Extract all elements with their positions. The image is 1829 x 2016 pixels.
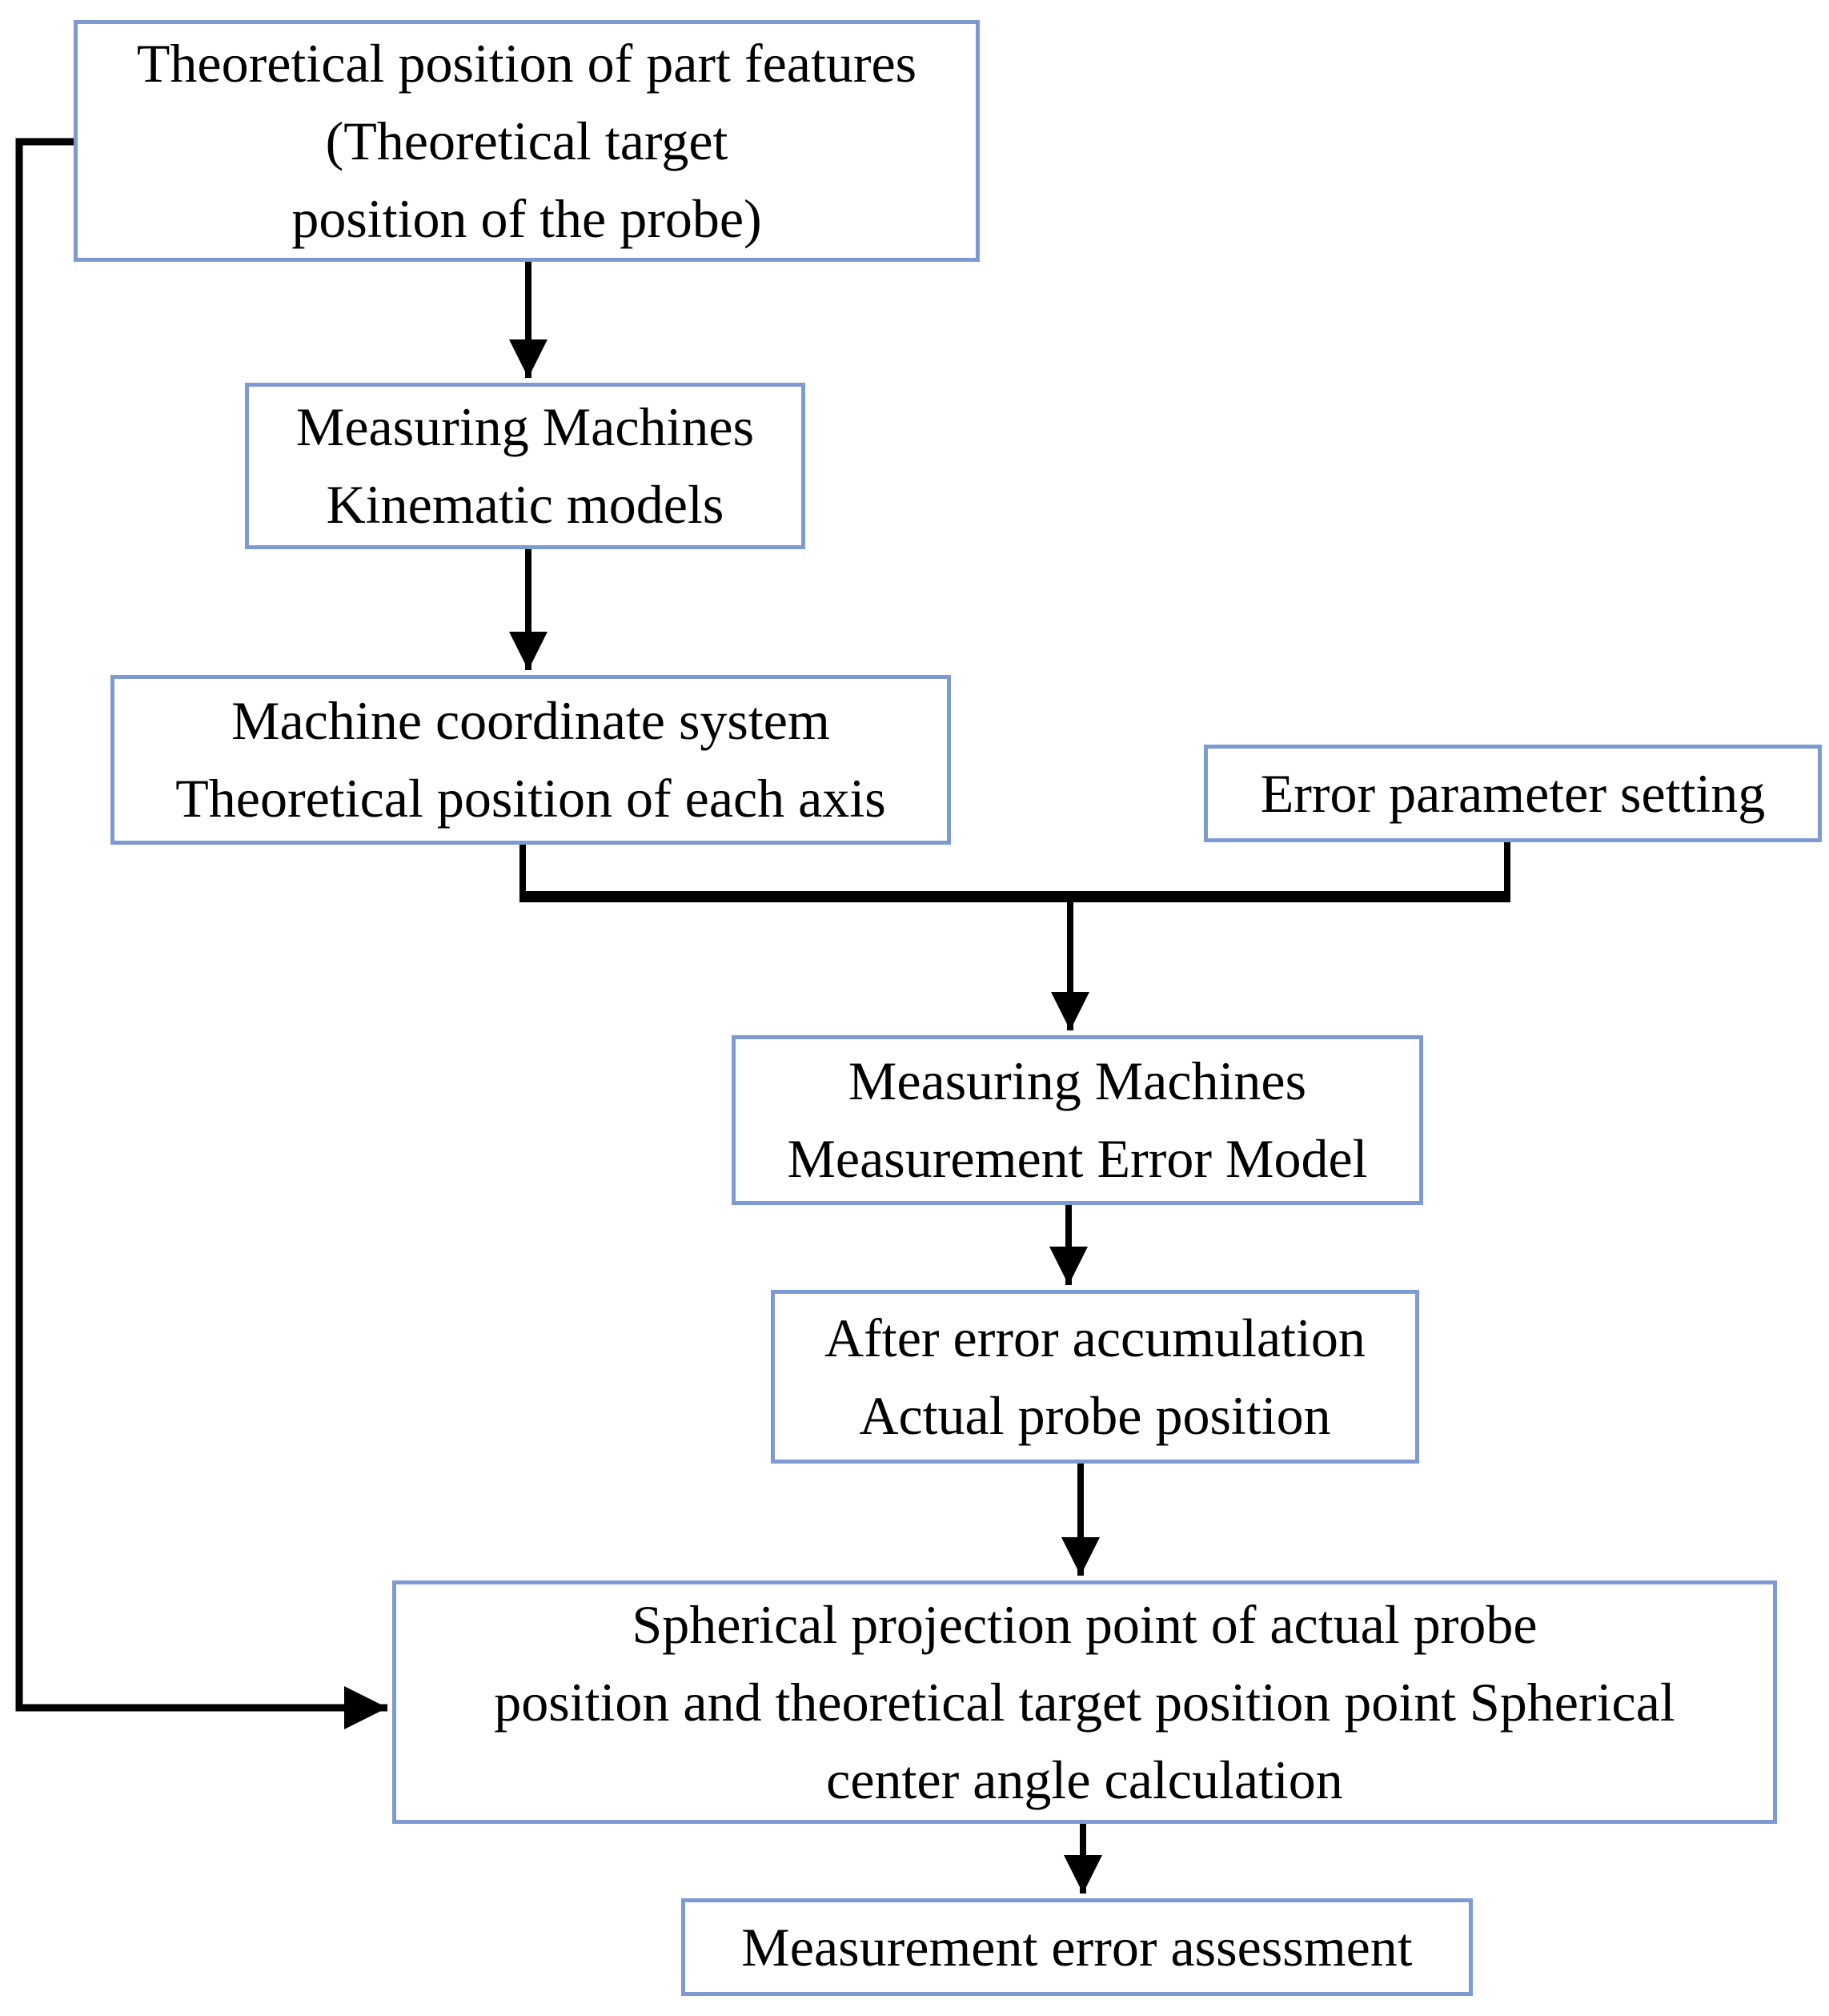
node-error-parameter: Error parameter setting: [1204, 745, 1822, 842]
edge-feedback-theoretical-to-spherical: [15, 138, 387, 1729]
node-spherical-projection: Spherical projection point of actual pro…: [392, 1580, 1777, 1824]
node-assessment: Measurement error assessment: [681, 1898, 1473, 1996]
node-machine-coordinate: Machine coordinate system Theoretical po…: [110, 675, 951, 845]
node-after-error: After error accumulation Actual probe po…: [771, 1290, 1419, 1464]
node-theoretical-position: Theoretical position of part features (T…: [74, 20, 980, 262]
node-error-model: Measuring Machines Measurement Error Mod…: [732, 1035, 1423, 1205]
node-kinematic-models: Measuring Machines Kinematic models: [245, 383, 805, 549]
